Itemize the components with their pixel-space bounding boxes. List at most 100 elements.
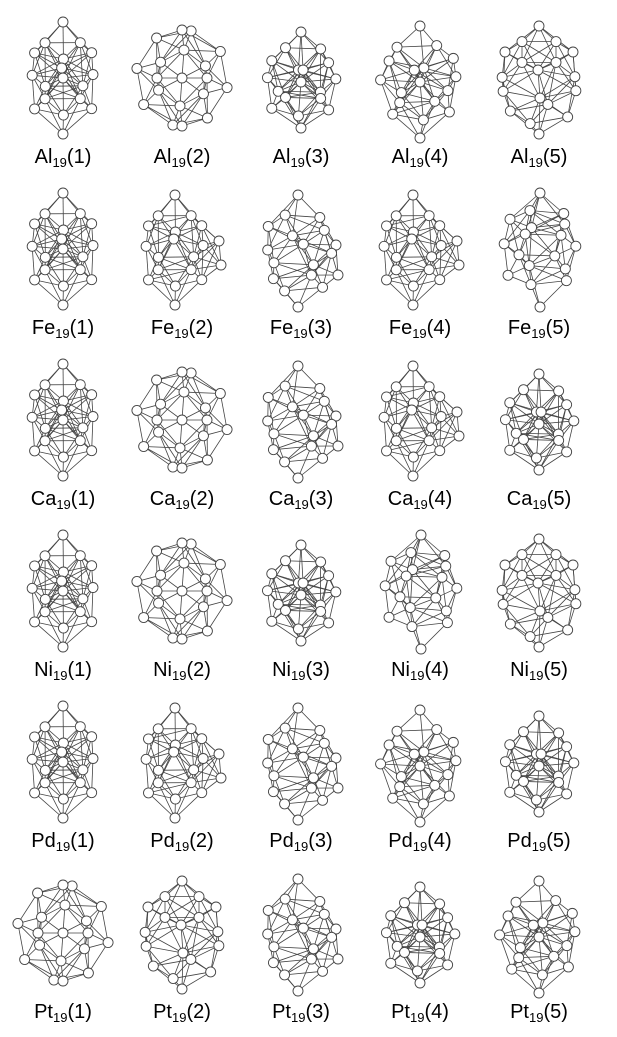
atom xyxy=(75,380,85,390)
element-symbol: Ca xyxy=(31,488,57,510)
atom xyxy=(140,927,150,937)
atom xyxy=(520,229,530,239)
cluster-label: Ni19(4) xyxy=(365,659,475,681)
atom xyxy=(30,48,40,58)
atoms xyxy=(27,530,98,652)
cluster-panel: Pd19(5) xyxy=(484,696,594,866)
atom xyxy=(75,607,85,617)
atom xyxy=(391,423,401,433)
cluster-panel: Pt19(1) xyxy=(8,867,118,1037)
atom xyxy=(169,747,179,757)
cluster-figure xyxy=(484,354,594,489)
atom xyxy=(152,546,162,556)
atom xyxy=(324,105,334,115)
atom xyxy=(75,436,85,446)
isomer-index: (4) xyxy=(427,830,451,852)
atom xyxy=(511,897,521,907)
cluster-figure xyxy=(127,354,237,489)
cluster-label: Pt19(5) xyxy=(484,1001,594,1023)
atom xyxy=(268,274,278,284)
atom xyxy=(333,783,343,793)
atom xyxy=(452,407,462,417)
atom xyxy=(534,988,544,998)
atom xyxy=(160,912,170,922)
atom xyxy=(424,436,434,446)
element-symbol: Al xyxy=(511,146,529,168)
atom xyxy=(424,265,434,275)
atom xyxy=(280,970,290,980)
atom xyxy=(327,248,337,258)
atom xyxy=(384,740,394,750)
bond-line xyxy=(531,269,565,285)
atom xyxy=(381,221,391,231)
atom xyxy=(448,53,458,63)
atom xyxy=(280,286,290,296)
atom xyxy=(562,447,572,457)
atom xyxy=(551,550,561,560)
cluster-panel: Fe19(2) xyxy=(127,183,237,353)
atom xyxy=(519,776,529,786)
atom xyxy=(534,129,544,139)
bond-line xyxy=(548,62,556,104)
bond-line xyxy=(397,47,420,82)
cluster-diagram xyxy=(365,525,475,660)
cluster-label: Pt19(4) xyxy=(365,1001,475,1023)
atom xyxy=(83,968,93,978)
atom xyxy=(103,938,113,948)
cluster-figure xyxy=(365,183,475,318)
atom xyxy=(75,778,85,788)
atom xyxy=(432,41,442,51)
atom xyxy=(197,275,207,285)
atom xyxy=(40,252,50,262)
atom xyxy=(505,740,515,750)
bond-line xyxy=(539,374,541,412)
atom xyxy=(81,916,91,926)
atom-count-subscript: 19 xyxy=(293,326,307,341)
atom xyxy=(534,761,544,771)
atom-count-subscript: 19 xyxy=(291,1010,305,1025)
element-symbol: Pd xyxy=(269,830,293,852)
cluster-diagram xyxy=(8,12,118,147)
atom xyxy=(443,960,453,970)
isomer-index: (5) xyxy=(546,830,570,852)
cluster-diagram xyxy=(365,354,475,489)
atoms xyxy=(27,188,98,310)
atom xyxy=(58,530,68,540)
atom xyxy=(534,932,544,942)
isomer-index: (4) xyxy=(424,146,448,168)
atom xyxy=(152,73,162,83)
atom xyxy=(156,570,166,580)
atom xyxy=(263,734,273,744)
atom xyxy=(267,569,277,579)
isomer-index: (1) xyxy=(70,317,94,339)
atom xyxy=(525,119,535,129)
atom xyxy=(415,705,425,715)
atom xyxy=(534,807,544,817)
atom xyxy=(528,920,538,930)
atom xyxy=(533,65,543,75)
atom xyxy=(293,624,303,634)
atom xyxy=(519,434,529,444)
atom xyxy=(435,446,445,456)
atom xyxy=(551,570,561,580)
isomer-index: (5) xyxy=(547,488,571,510)
atom xyxy=(519,385,529,395)
atom xyxy=(58,738,68,748)
atom xyxy=(392,726,402,736)
atom xyxy=(87,617,97,627)
atom xyxy=(88,412,98,422)
atom xyxy=(200,403,210,413)
atom xyxy=(567,908,577,918)
atom xyxy=(202,626,212,636)
atom-count-subscript: 19 xyxy=(291,668,305,683)
cluster-diagram xyxy=(127,12,237,147)
isomer-index: (2) xyxy=(186,1001,210,1023)
atom xyxy=(571,86,581,96)
atom xyxy=(435,899,445,909)
cluster-diagram xyxy=(484,867,594,1002)
atom xyxy=(415,77,425,87)
atom xyxy=(152,33,162,43)
cluster-panel: Fe19(3) xyxy=(246,183,356,353)
atom xyxy=(40,81,50,91)
